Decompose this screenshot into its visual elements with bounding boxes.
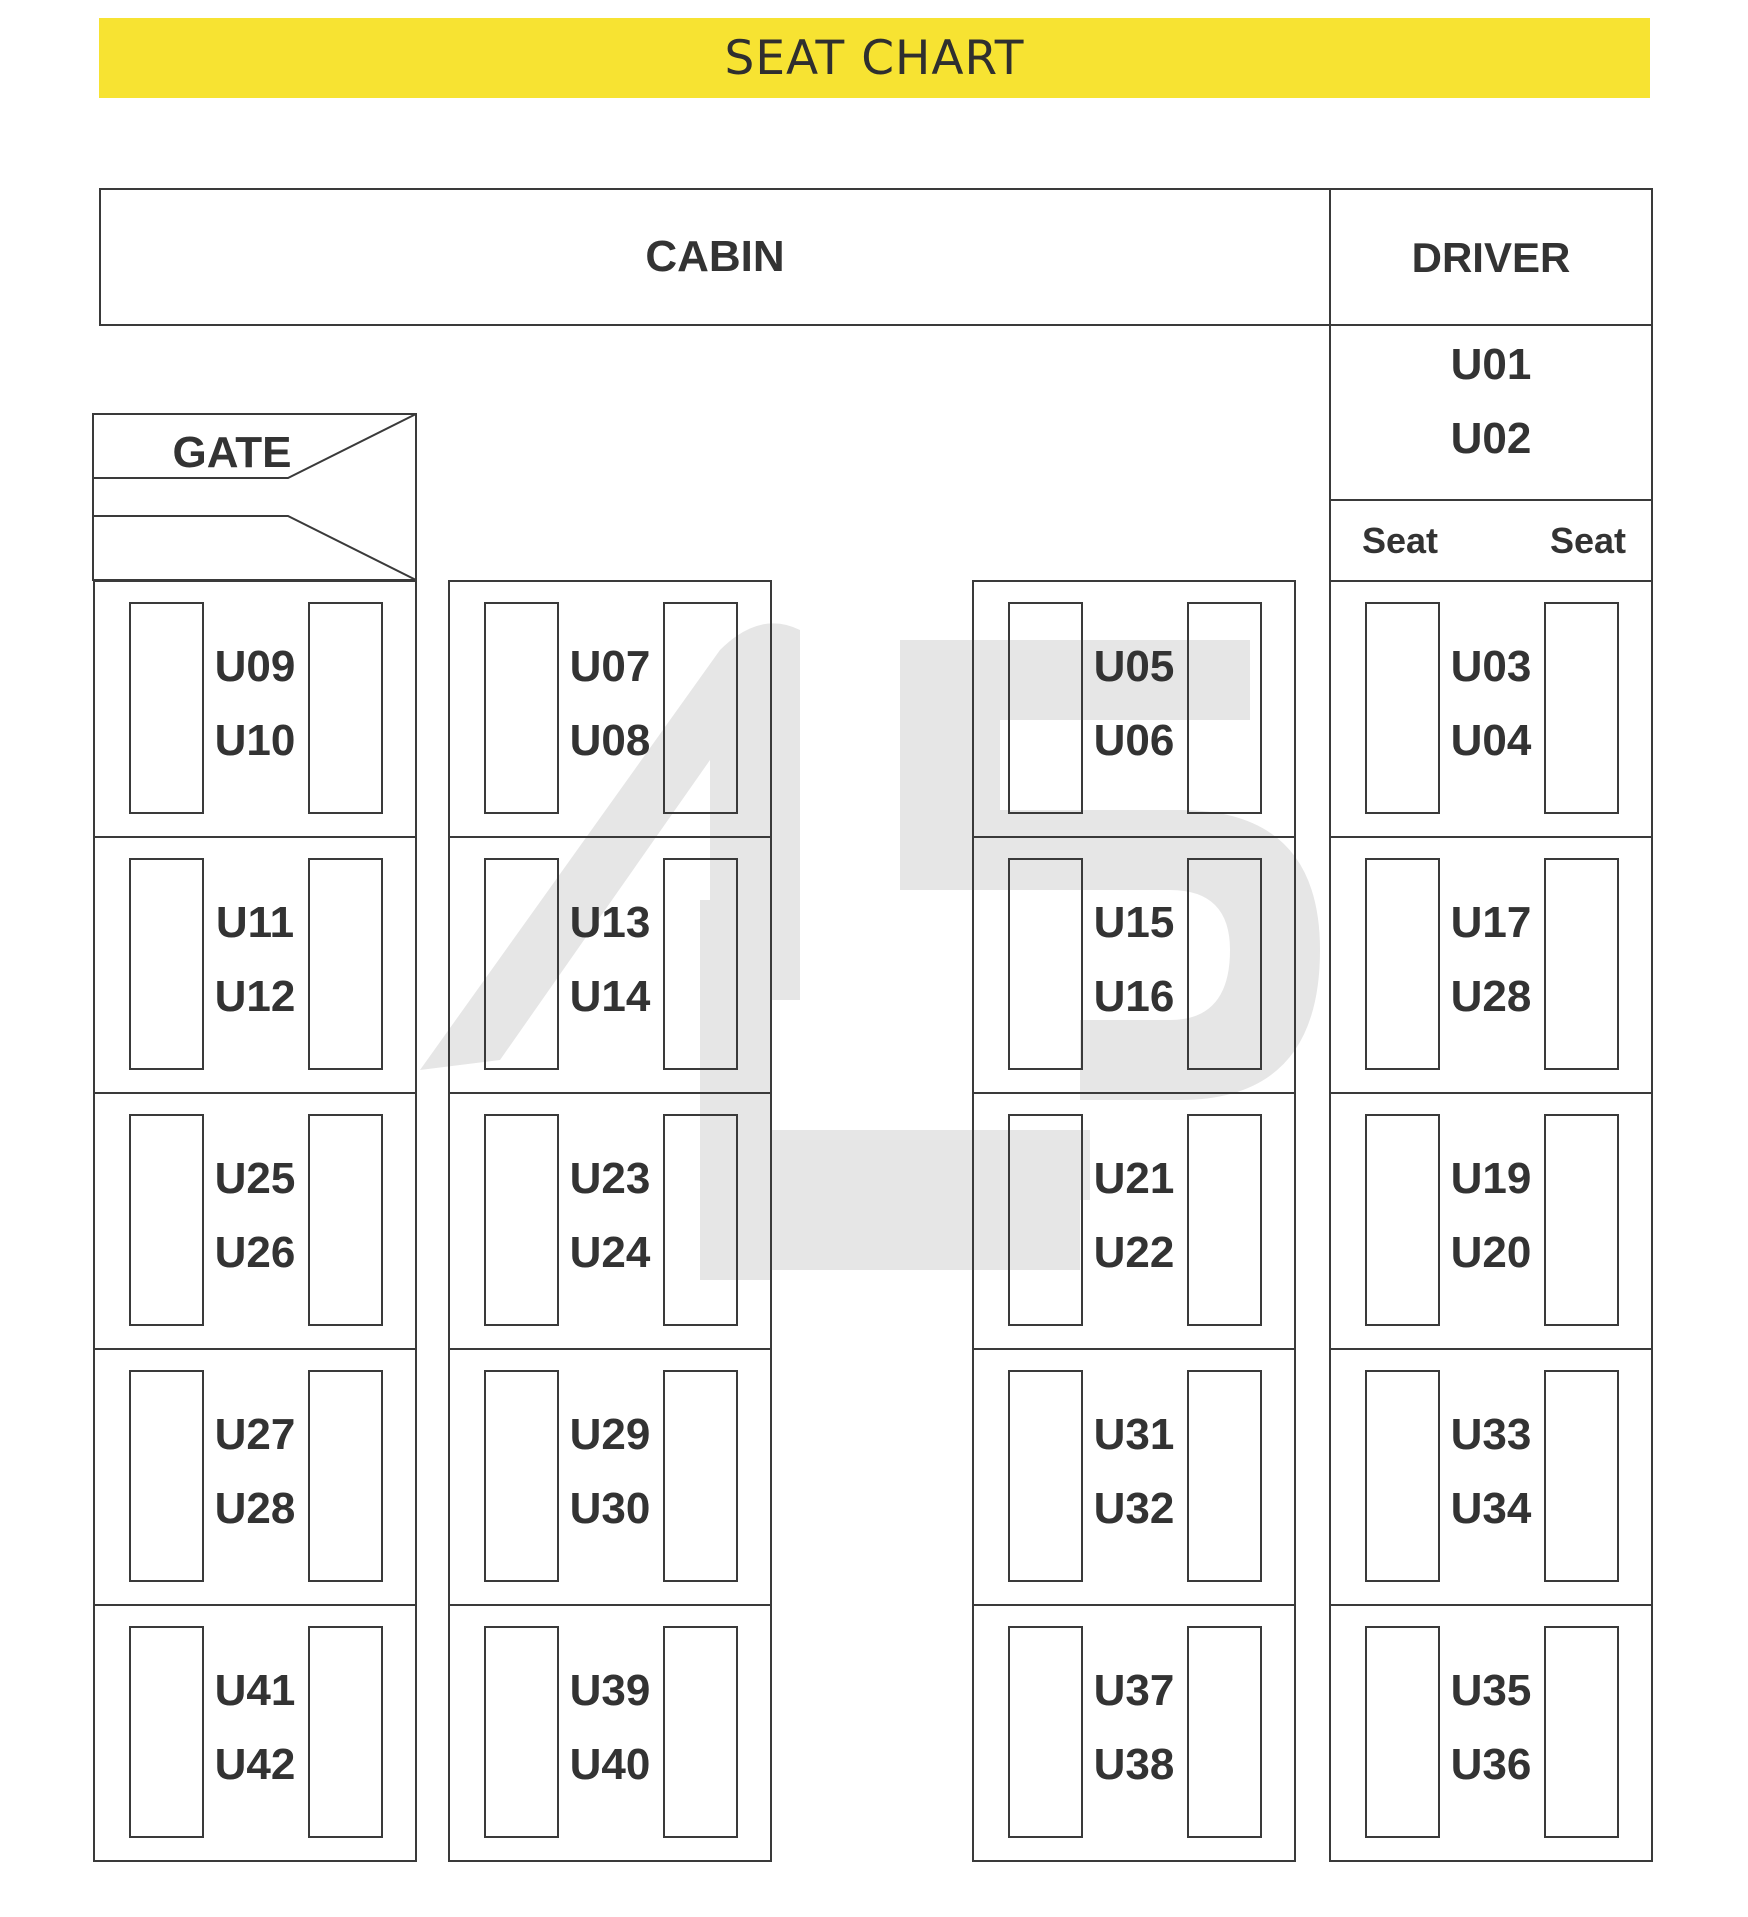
seat-cell[interactable]: [448, 1604, 772, 1862]
seat-right[interactable]: [1187, 602, 1262, 814]
seat-left[interactable]: [1365, 602, 1440, 814]
seat-right[interactable]: [663, 602, 738, 814]
seat-code: U34: [1450, 1484, 1532, 1533]
page-title: SEAT CHART: [99, 18, 1650, 98]
seat-code: U25: [214, 1154, 296, 1203]
seat-left[interactable]: [484, 1626, 559, 1838]
seat-left[interactable]: [484, 1370, 559, 1582]
seat-code: U22: [1093, 1228, 1175, 1277]
seat-code: U09: [214, 642, 296, 691]
seat-code: U35: [1450, 1666, 1532, 1715]
seat-left[interactable]: [129, 1370, 204, 1582]
seat-code: U07: [569, 642, 651, 691]
seat-code: U17: [1450, 898, 1532, 947]
seat-right[interactable]: [1187, 1626, 1262, 1838]
seat-cell[interactable]: [1329, 1604, 1653, 1862]
seat-right[interactable]: [1187, 1114, 1262, 1326]
seat-left[interactable]: [1365, 1114, 1440, 1326]
seat-code: U32: [1093, 1484, 1175, 1533]
seat-code: U40: [569, 1740, 651, 1789]
seat-left[interactable]: [1008, 1114, 1083, 1326]
seat-code: U13: [569, 898, 651, 947]
seat-label-left: Seat: [1361, 520, 1439, 561]
seat-left[interactable]: [1365, 858, 1440, 1070]
seat-left[interactable]: [1008, 602, 1083, 814]
seat-left[interactable]: [129, 1114, 204, 1326]
seat-right[interactable]: [1187, 858, 1262, 1070]
seat-code: U10: [214, 716, 296, 765]
seat-code: U08: [569, 716, 651, 765]
driver-label: DRIVER: [1411, 234, 1571, 281]
seat-right[interactable]: [308, 1114, 383, 1326]
seat-right[interactable]: [1544, 602, 1619, 814]
seat-code: U37: [1093, 1666, 1175, 1715]
seat-left[interactable]: [129, 1626, 204, 1838]
seat-code: U04: [1450, 716, 1532, 765]
seat-code: U20: [1450, 1228, 1532, 1277]
seat-label-right: Seat: [1549, 520, 1627, 561]
seat-right[interactable]: [663, 1626, 738, 1838]
seat-right[interactable]: [1544, 1626, 1619, 1838]
seat-code: U41: [214, 1666, 296, 1715]
seat-right[interactable]: [1544, 1370, 1619, 1582]
seat-right[interactable]: [308, 1626, 383, 1838]
seat-code: U30: [569, 1484, 651, 1533]
seat-right[interactable]: [308, 858, 383, 1070]
seat-right[interactable]: [663, 1370, 738, 1582]
seat-left[interactable]: [129, 858, 204, 1070]
seat-code: U12: [214, 972, 296, 1021]
seat-code: U27: [214, 1410, 296, 1459]
seat-right[interactable]: [308, 602, 383, 814]
gate-label: GATE: [172, 428, 292, 477]
seat-code: U36: [1450, 1740, 1532, 1789]
seat-code: U03: [1450, 642, 1532, 691]
seat-code: U38: [1093, 1740, 1175, 1789]
seat-right[interactable]: [1544, 1114, 1619, 1326]
seat-right[interactable]: [663, 858, 738, 1070]
seat-code: U05: [1093, 642, 1175, 691]
seat-left[interactable]: [484, 858, 559, 1070]
seat-right[interactable]: [308, 1370, 383, 1582]
seat-left[interactable]: [1365, 1370, 1440, 1582]
cabin-label: CABIN: [645, 232, 785, 281]
seat-code: U16: [1093, 972, 1175, 1021]
seat-left[interactable]: [129, 602, 204, 814]
seat-code: U15: [1093, 898, 1175, 947]
seat-left[interactable]: [1008, 1370, 1083, 1582]
seat-code: U14: [569, 972, 651, 1021]
seat-right[interactable]: [1544, 858, 1619, 1070]
seat-code: U28: [1450, 972, 1532, 1021]
seat-cell[interactable]: [972, 1604, 1296, 1862]
seat-code: U33: [1450, 1410, 1532, 1459]
seat-cell[interactable]: [93, 1604, 417, 1862]
seat-right[interactable]: [1187, 1370, 1262, 1582]
seat-code: U39: [569, 1666, 651, 1715]
seat-left[interactable]: [484, 1114, 559, 1326]
seat-code: U42: [214, 1740, 296, 1789]
seat-code: U11: [215, 898, 295, 947]
seat-left[interactable]: [1365, 1626, 1440, 1838]
seat-code: U19: [1450, 1154, 1532, 1203]
seat-code: U26: [214, 1228, 296, 1277]
seat-code: U06: [1093, 716, 1175, 765]
seat-code: U29: [569, 1410, 651, 1459]
driver-code-1[interactable]: U01: [1450, 340, 1532, 389]
driver-code-2[interactable]: U02: [1450, 414, 1532, 463]
seat-code: U24: [569, 1228, 651, 1277]
seat-code: U31: [1093, 1410, 1175, 1459]
seat-left[interactable]: [1008, 858, 1083, 1070]
seat-code: U28: [214, 1484, 296, 1533]
seat-right[interactable]: [663, 1114, 738, 1326]
seat-code: U21: [1093, 1154, 1175, 1203]
seat-code: U23: [569, 1154, 651, 1203]
seat-left[interactable]: [484, 602, 559, 814]
seat-left[interactable]: [1008, 1626, 1083, 1838]
